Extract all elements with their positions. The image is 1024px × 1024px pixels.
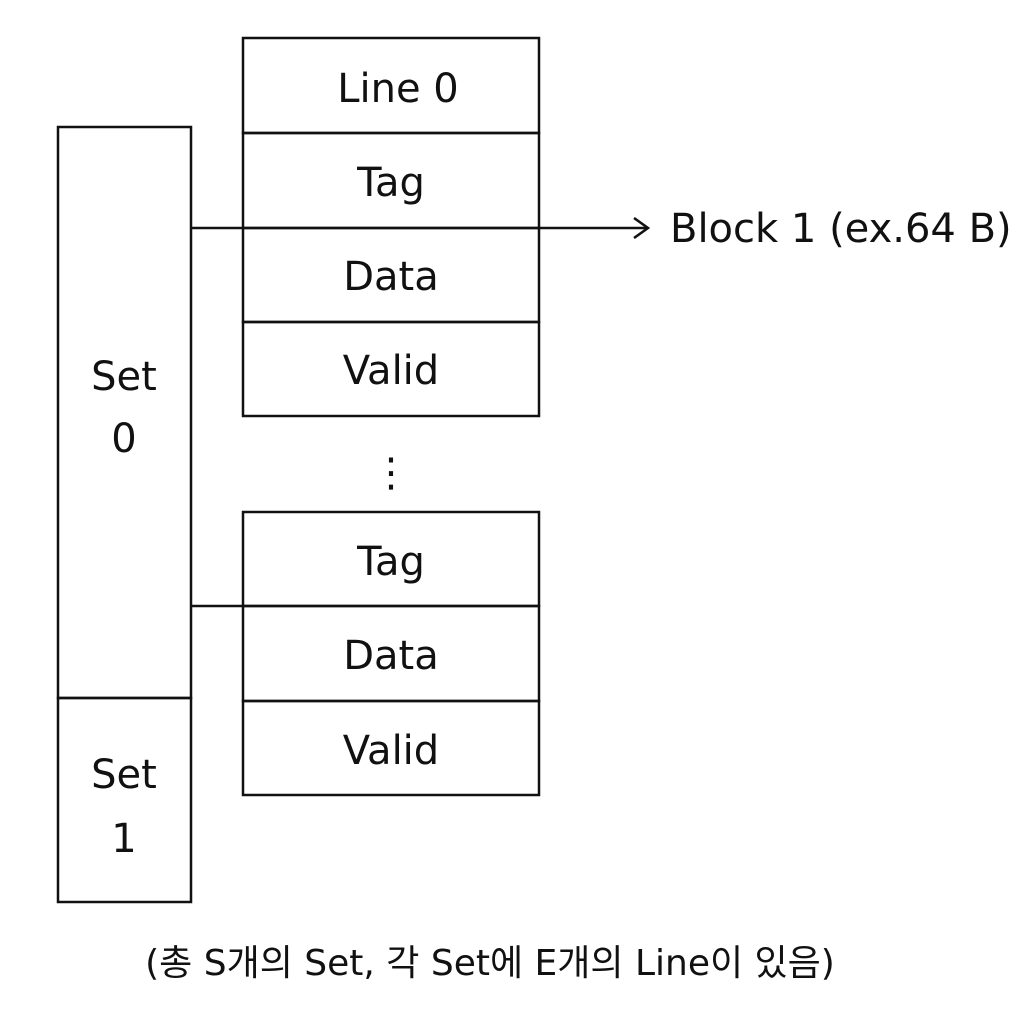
line-0-valid-label: Valid	[343, 348, 439, 394]
set-1-box	[56, 696, 193, 904]
line-e-group	[241, 510, 541, 797]
set-0-box	[56, 125, 193, 700]
line-0-group	[241, 36, 541, 418]
diagram-caption: (총 S개의 Set, 각 Set에 E개의 Line이 있음)	[145, 943, 835, 984]
set-column	[56, 125, 193, 904]
block-arrow-head	[633, 216, 651, 240]
line-0-valid-cell	[241, 320, 541, 418]
line-e-data-label: Data	[343, 633, 439, 679]
line-e-valid-cell	[241, 699, 541, 797]
vertical-ellipsis: ⋮	[371, 450, 411, 496]
line-e-tag-label: Tag	[356, 539, 425, 585]
set-0-label-line2: 0	[111, 416, 136, 462]
line-e-valid-label: Valid	[343, 728, 439, 774]
line-0-data-label: Data	[343, 254, 439, 300]
line-0-tag-label: Tag	[356, 160, 425, 206]
set-0-label-line1: Set	[91, 354, 157, 400]
block-label: Block 1 (ex.64 B)	[670, 206, 1012, 252]
set-1-label-line2: 1	[111, 816, 136, 862]
line-0-header: Line 0	[337, 66, 459, 112]
set-1-label-line1: Set	[91, 752, 157, 798]
